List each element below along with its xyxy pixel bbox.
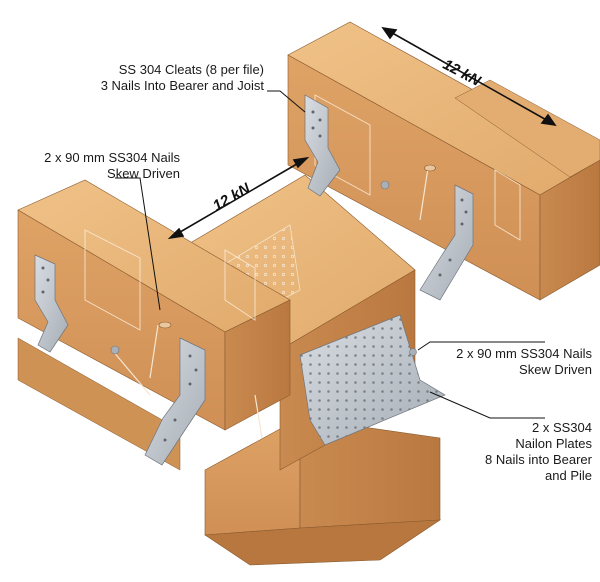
pile — [204, 417, 442, 566]
callout-cleats-line2: 3 Nails Into Bearer and Joist — [100, 78, 264, 93]
callout-nails-left-line1: 2 x 90 mm SS304 Nails — [44, 150, 180, 165]
callout-plates-line4: and Pile — [545, 468, 592, 483]
callout-cleats: SS 304 Cleats (8 per file) 3 Nails Into … — [101, 62, 264, 94]
callout-cleats-line1: SS 304 Cleats (8 per file) — [118, 62, 264, 77]
load-arrow-left — [167, 156, 310, 240]
callout-nails-right-line2: Skew Driven — [519, 362, 592, 377]
nailon-plate — [299, 314, 446, 446]
steel-cleats — [34, 94, 474, 466]
load-arrow-top — [381, 26, 557, 127]
callout-nails-right: 2 x 90 mm SS304 Nails Skew Driven — [456, 346, 592, 378]
callout-plates-line1: 2 x SS304 — [532, 420, 592, 435]
callout-plates: 2 x SS304 Nailon Plates 8 Nails into Bea… — [485, 420, 592, 484]
nails — [110, 164, 436, 439]
callout-nails-right-line1: 2 x 90 mm SS304 Nails — [456, 346, 592, 361]
leader-lines — [115, 90, 545, 419]
callout-plates-line3: 8 Nails into Bearer — [485, 452, 592, 467]
callout-plates-line2: Nailon Plates — [515, 436, 592, 451]
callout-nails-left: 2 x 90 mm SS304 Nails Skew Driven — [44, 150, 180, 182]
callout-nails-left-line2: Skew Driven — [107, 166, 180, 181]
back-joist — [287, 21, 600, 301]
